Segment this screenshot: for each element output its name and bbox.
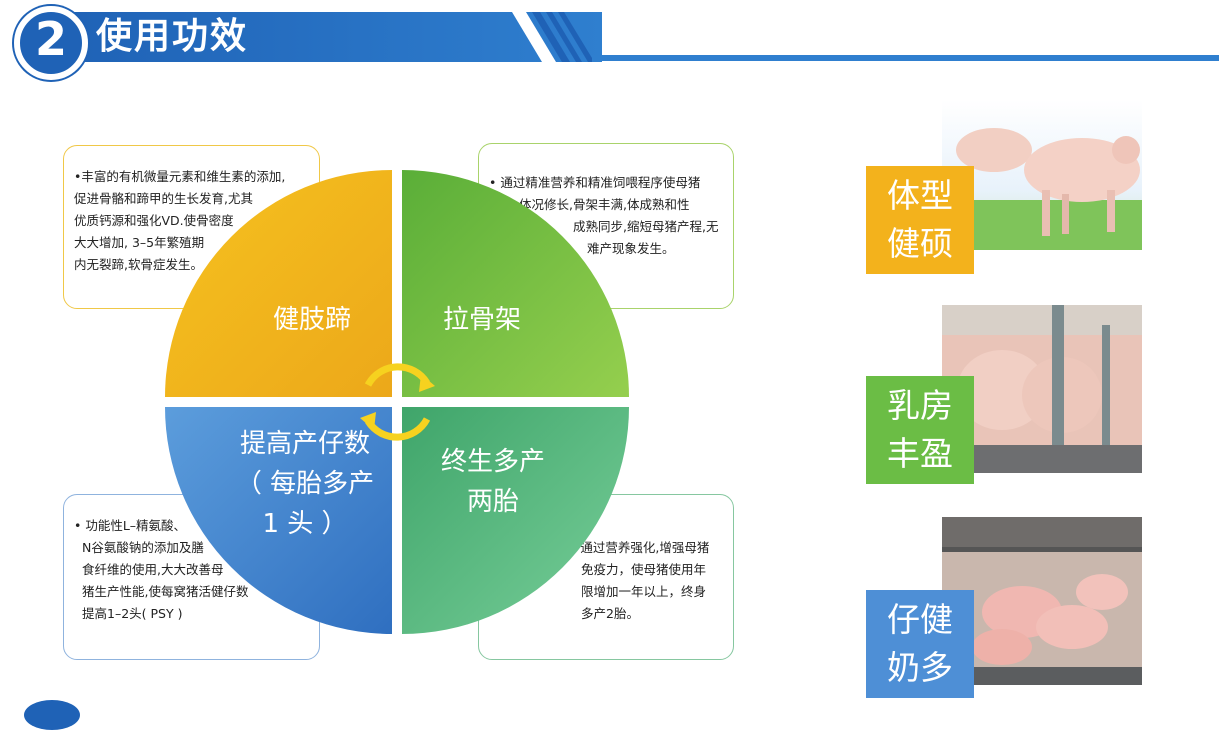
quadrant-line: 提高产仔数 xyxy=(239,429,370,459)
callout-line: • 功能性L–精氨酸、 xyxy=(74,518,187,533)
quadrant-bottom-left xyxy=(165,407,392,634)
section-number: 2 xyxy=(34,12,67,66)
callout-line: 内无裂蹄,软骨症发生。 xyxy=(74,257,203,272)
quadrant-label-top-left: 健肢蹄 xyxy=(272,305,351,335)
quadrant-line: 两胎 xyxy=(466,487,519,517)
callout-line: 猪生产性能,使每窝猪活健仔数 xyxy=(82,584,249,599)
quadrant-line: 1 头 ） xyxy=(262,509,348,539)
callout-line: 食纤维的使用,大大改善母 xyxy=(82,562,224,577)
tag-line: 体型 xyxy=(887,176,953,215)
callout-line: 大大增加, 3–5年繁殖期 xyxy=(74,235,205,250)
quadrant-label-bottom-right: 终生多产 两胎 xyxy=(413,442,573,522)
quadrant-line: （ 每胎多产 xyxy=(235,469,375,499)
photo-piglets xyxy=(942,517,1142,685)
callout-line: 限增加一年以上，终身 xyxy=(581,584,707,599)
quadrant-top-left xyxy=(165,170,392,397)
benefit-wheel-graphic xyxy=(165,170,629,634)
tag-line: 仔健 xyxy=(887,600,953,639)
benefit-tag-body: 体型 健硕 xyxy=(866,166,974,274)
quadrant-label-top-right: 拉骨架 xyxy=(442,305,521,335)
callout-line: •丰富的有机微量元素和维生素的添加, xyxy=(74,169,286,184)
benefit-tag-piglets: 仔健 奶多 xyxy=(866,590,974,698)
callout-line: N谷氨酸钠的添加及膳 xyxy=(82,540,204,555)
benefit-wheel: 健肢蹄 拉骨架 提高产仔数 （ 每胎多产 1 头 ） 终生多产 两胎 xyxy=(165,170,630,635)
benefit-tag-udder: 乳房 丰盈 xyxy=(866,376,974,484)
callout-line: 多产2胎。 xyxy=(581,606,639,621)
tag-line: 健硕 xyxy=(887,224,953,263)
quadrant-line: 终生多产 xyxy=(440,447,545,477)
tag-line: 丰盈 xyxy=(887,434,953,473)
quadrant-bottom-right xyxy=(402,407,629,634)
tag-line: 奶多 xyxy=(887,648,953,687)
tag-line: 乳房 xyxy=(887,386,953,425)
callout-line: 成熟同步,缩短母猪产程,无 xyxy=(573,219,719,234)
callout-line: 免疫力，使母猪使用年 xyxy=(581,562,707,577)
section-title: 使用功效 xyxy=(96,16,249,57)
photo-udder xyxy=(942,305,1142,473)
callout-line: 提高1–2头( PSY ) xyxy=(82,606,183,621)
photo-sows-field xyxy=(942,100,1142,250)
cycle-arrow-bottom-head xyxy=(360,412,376,430)
header-rule xyxy=(560,55,1219,61)
callout-line: 促进骨骼和蹄甲的生长发育,尤其 xyxy=(74,191,253,206)
header-band xyxy=(62,12,602,62)
quadrant-top-right xyxy=(402,170,629,397)
next-section-badge xyxy=(24,700,80,730)
section-header: 2 使用功效 xyxy=(0,0,1219,80)
cycle-arrow-top-head xyxy=(419,374,435,392)
quadrant-label-bottom-left: 提高产仔数 （ 每胎多产 1 头 ） xyxy=(215,424,395,544)
callout-line: 体况修长,骨架丰满,体成熟和性 xyxy=(519,197,690,212)
callout-line: •通过营养强化,增强母猪 xyxy=(573,540,710,555)
section-number-badge xyxy=(14,6,88,80)
header-stripes xyxy=(512,12,592,62)
callout-line: 优质钙源和强化VD.使骨密度 xyxy=(74,213,234,228)
callout-line: 难产现象发生。 xyxy=(587,241,675,256)
callout-line: • 通过精准营养和精准饲喂程序使母猪 xyxy=(489,175,701,190)
